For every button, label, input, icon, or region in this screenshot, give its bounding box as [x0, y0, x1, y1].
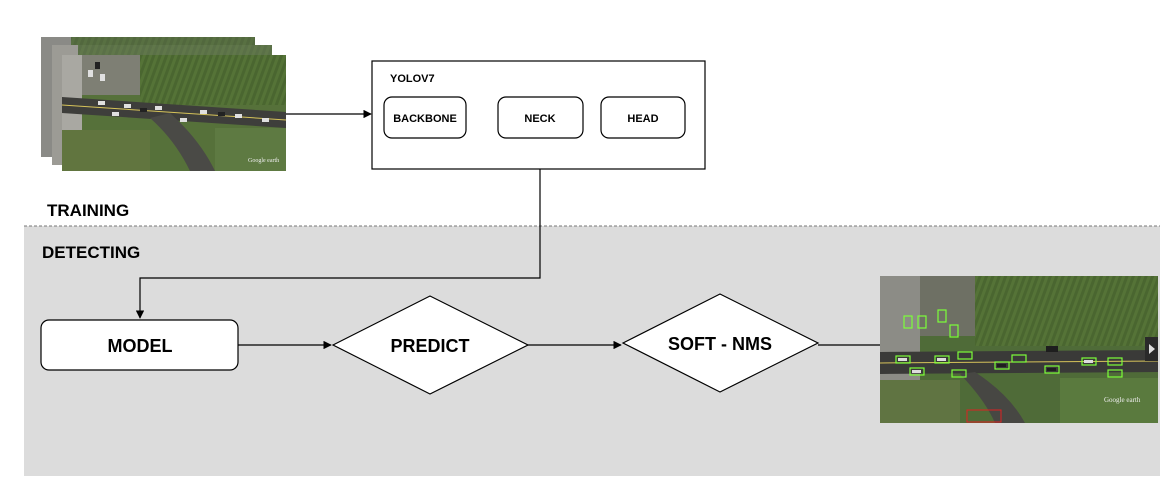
- input-image-stack: Google earth: [41, 37, 287, 171]
- predict-diamond: PREDICT: [331, 295, 530, 395]
- output-image: Google earth: [880, 276, 1158, 423]
- predict-label: PREDICT: [390, 336, 469, 356]
- model-box: MODEL: [40, 319, 239, 371]
- yolov7-title: YOLOV7: [390, 73, 435, 85]
- detecting-label: DETECTING: [42, 243, 140, 262]
- input-image-front: Google earth: [61, 55, 287, 171]
- module-backbone: BACKBONE: [383, 96, 467, 139]
- training-label: TRAINING: [47, 201, 129, 220]
- module-head-label: HEAD: [627, 113, 658, 125]
- module-neck: NECK: [497, 96, 584, 139]
- soft-nms-label: SOFT - NMS: [668, 334, 772, 354]
- yolov7-box: YOLOV7 BACKBONE NECK HEAD: [371, 60, 706, 170]
- soft-nms-diamond: SOFT - NMS: [621, 293, 820, 393]
- arrow-yolo-to-model: [135, 169, 541, 319]
- model-label: MODEL: [108, 336, 173, 356]
- module-head: HEAD: [600, 96, 686, 139]
- module-neck-label: NECK: [524, 113, 555, 125]
- input-watermark: Google earth: [248, 158, 279, 164]
- output-watermark: Google earth: [1104, 396, 1141, 404]
- detection-boxes: [895, 309, 1123, 378]
- module-backbone-label: BACKBONE: [393, 113, 457, 125]
